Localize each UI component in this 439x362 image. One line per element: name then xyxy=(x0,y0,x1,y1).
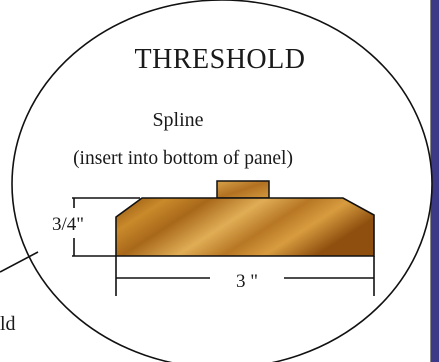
height-dim-label-bg xyxy=(45,208,95,238)
spline-note: (insert into bottom of panel) xyxy=(73,148,293,169)
leader-line xyxy=(0,251,39,273)
height-dim-label: 3/4" xyxy=(52,214,84,235)
threshold-profile xyxy=(115,197,375,257)
spline-label: Spline xyxy=(152,109,203,131)
diagram-title: THRESHOLD xyxy=(135,44,306,75)
right-sidebar-strip xyxy=(431,0,439,362)
cropped-label: ld xyxy=(0,313,16,335)
width-dim-label: 3 " xyxy=(236,271,258,292)
spline-piece xyxy=(216,180,270,199)
